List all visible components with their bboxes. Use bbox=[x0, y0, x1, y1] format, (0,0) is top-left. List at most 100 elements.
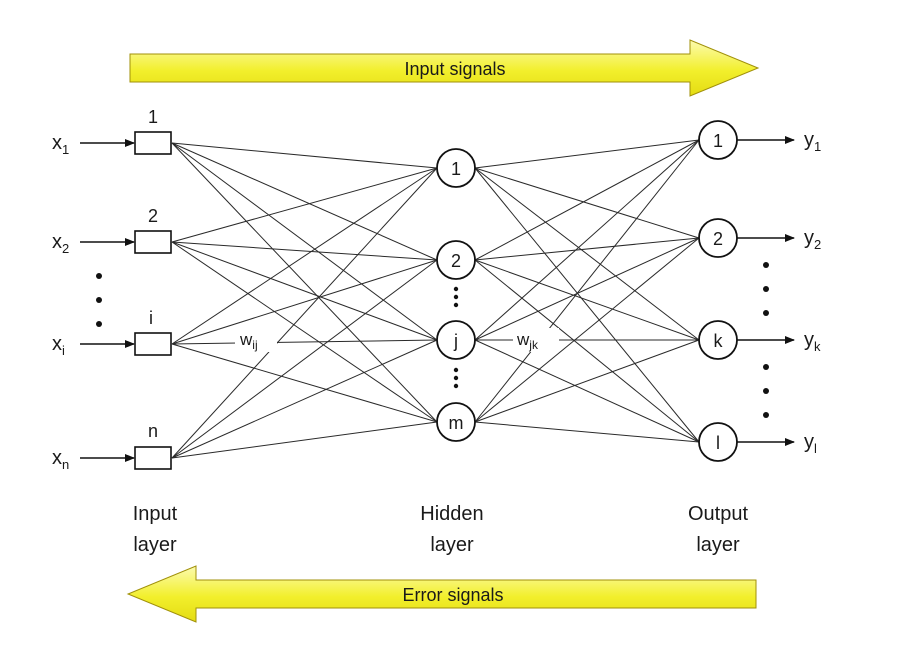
hidden-node-j-label: j bbox=[453, 331, 458, 351]
connection-line bbox=[171, 241, 438, 423]
connection-line bbox=[171, 142, 438, 341]
output-y1-label: y1 bbox=[804, 129, 821, 154]
connection-line bbox=[474, 139, 700, 261]
weight-ij-subscript: ij bbox=[252, 338, 257, 352]
output-y1-subscript: 1 bbox=[814, 139, 821, 154]
input-xn-label: xn bbox=[52, 447, 69, 472]
output-layer: 1 y1 2 y2 k yk l yl Output layer bbox=[688, 120, 821, 556]
connection-line bbox=[474, 139, 700, 169]
connection-line bbox=[474, 259, 700, 443]
output-node-2-label: 2 bbox=[713, 229, 723, 249]
output-y2-subscript: 2 bbox=[814, 237, 821, 252]
hidden-layer-label-line1: Hidden bbox=[420, 503, 483, 525]
output-yl-base: y bbox=[804, 431, 814, 453]
output-ellipsis-dot bbox=[763, 262, 769, 268]
connection-line bbox=[474, 167, 700, 443]
output-ellipsis-dot bbox=[763, 388, 769, 394]
connection-line bbox=[474, 259, 700, 341]
input-node-i bbox=[134, 332, 172, 356]
input-signals-arrow-shape bbox=[129, 39, 760, 97]
connection-line bbox=[171, 142, 438, 261]
output-yk-base: y bbox=[804, 329, 814, 351]
input-x1-subscript: 1 bbox=[62, 142, 69, 157]
output-ellipsis-dot bbox=[763, 412, 769, 418]
error-signals-label: Error signals bbox=[402, 585, 503, 605]
input-x2-label: x2 bbox=[52, 231, 69, 256]
hidden-node-2-label: 2 bbox=[451, 251, 461, 271]
output-y2-label: y2 bbox=[804, 227, 821, 252]
output-layer-label-line1: Output bbox=[688, 503, 748, 525]
hidden-ellipsis-dot bbox=[453, 302, 459, 308]
connection-line bbox=[474, 167, 700, 239]
connection-line bbox=[474, 339, 700, 423]
input-node-1-index: 1 bbox=[148, 107, 158, 127]
output-ellipsis-dot bbox=[763, 310, 769, 316]
hidden-node-1-label: 1 bbox=[451, 159, 461, 179]
connection-line bbox=[171, 142, 438, 423]
output-yl-label: yl bbox=[804, 431, 817, 456]
connection-line bbox=[474, 139, 700, 423]
connection-line bbox=[474, 139, 700, 341]
hidden-output-connections bbox=[474, 139, 700, 443]
input-ellipsis-dot bbox=[96, 321, 102, 327]
output-yl-subscript: l bbox=[814, 441, 817, 456]
hidden-layer: 1 2 j m Hidden layer bbox=[420, 148, 484, 556]
connection-line bbox=[171, 142, 438, 169]
connection-line bbox=[474, 237, 700, 261]
input-x2-subscript: 2 bbox=[62, 241, 69, 256]
connection-line bbox=[171, 241, 438, 261]
input-layer-label-line2: layer bbox=[133, 534, 177, 556]
input-node-n-index: n bbox=[148, 421, 158, 441]
weight-label-ij: wij bbox=[235, 328, 277, 352]
connection-line bbox=[171, 167, 438, 459]
hidden-node-m bbox=[436, 402, 476, 442]
input-x1-base: x bbox=[52, 132, 62, 154]
input-node-i-index: i bbox=[149, 308, 153, 328]
input-x1-label: x1 bbox=[52, 132, 69, 157]
input-xn-base: x bbox=[52, 447, 62, 469]
connection-line bbox=[171, 167, 438, 345]
weight-ij-text: wij bbox=[239, 330, 258, 352]
input-hidden-connections bbox=[171, 142, 438, 459]
input-xi-label: xi bbox=[52, 333, 65, 358]
connection-line bbox=[474, 237, 700, 341]
input-layer: x1 1 x2 2 xi i xn n Input layer bbox=[52, 107, 178, 556]
hidden-ellipsis-dot bbox=[453, 294, 459, 300]
input-signals-label: Input signals bbox=[404, 59, 505, 79]
input-xn-subscript: n bbox=[62, 457, 69, 472]
output-ellipsis-dot bbox=[763, 364, 769, 370]
hidden-layer-label-line2: layer bbox=[430, 534, 474, 556]
weight-jk-base: w bbox=[516, 330, 530, 349]
input-ellipsis-dot bbox=[96, 297, 102, 303]
connection-line bbox=[474, 167, 700, 341]
connection-line bbox=[171, 339, 438, 459]
connection-line bbox=[171, 259, 438, 459]
output-yk-subscript: k bbox=[814, 339, 821, 354]
input-x2-base: x bbox=[52, 231, 62, 253]
weight-jk-text: wjk bbox=[516, 330, 539, 352]
hidden-node-j bbox=[436, 320, 476, 360]
input-node-1 bbox=[134, 131, 172, 155]
hidden-node-m-label: m bbox=[449, 413, 464, 433]
error-signals-arrow: Error signals bbox=[126, 565, 757, 623]
connection-line bbox=[171, 241, 438, 341]
connection-line bbox=[171, 339, 438, 345]
input-layer-label-line1: Input bbox=[133, 503, 178, 525]
hidden-ellipsis-dot bbox=[453, 383, 459, 389]
weight-label-jk-background bbox=[513, 328, 559, 352]
input-node-2-index: 2 bbox=[148, 206, 158, 226]
hidden-ellipsis-dot bbox=[453, 286, 459, 292]
error-signals-arrow-shape bbox=[126, 565, 757, 623]
output-y1-base: y bbox=[804, 129, 814, 151]
output-layer-label-line2: layer bbox=[696, 534, 740, 556]
output-node-1-label: 1 bbox=[713, 131, 723, 151]
input-node-n bbox=[134, 446, 172, 470]
connection-line bbox=[171, 343, 438, 423]
connection-line bbox=[171, 259, 438, 345]
input-ellipsis-dot bbox=[96, 273, 102, 279]
hidden-ellipsis-dot bbox=[453, 367, 459, 373]
connection-line bbox=[171, 167, 438, 243]
output-ellipsis-dot bbox=[763, 286, 769, 292]
weight-jk-subscript: jk bbox=[528, 338, 539, 352]
hidden-node-2 bbox=[436, 240, 476, 280]
